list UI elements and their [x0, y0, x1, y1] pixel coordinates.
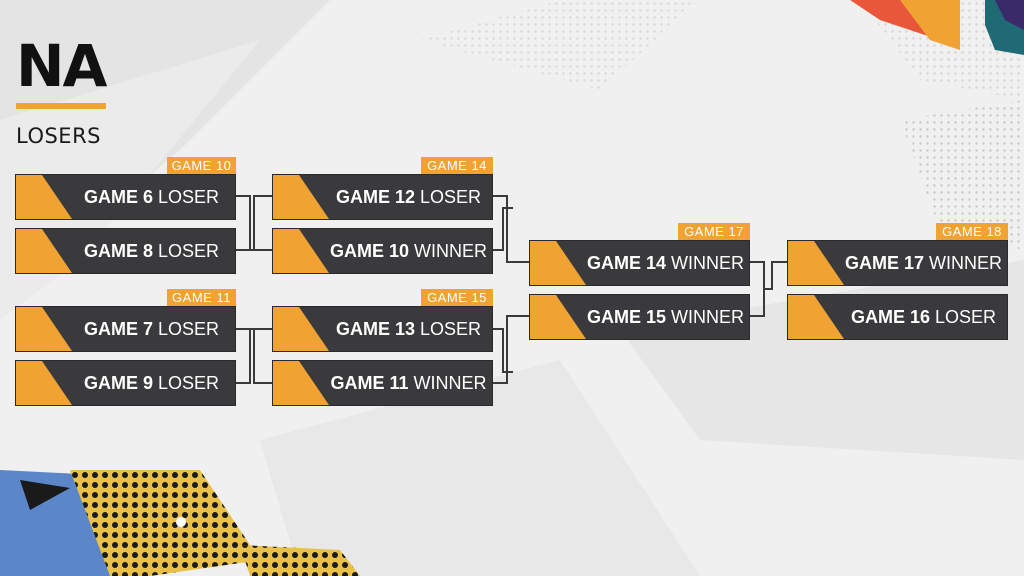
slot-accent [273, 229, 329, 273]
match-tag-game-17: GAME 17 [678, 223, 750, 240]
match-tag-game-15: GAME 15 [421, 289, 493, 306]
slot-result-label: WINNER [413, 372, 487, 393]
slot-game-label: GAME 7 [83, 318, 153, 339]
region-title: NA [16, 32, 107, 100]
slot-game-label: GAME 8 [83, 240, 153, 261]
title-underline [16, 103, 106, 109]
slot-game-label: GAME 14 [586, 252, 667, 273]
slot-game-label: GAME 10 [329, 240, 410, 261]
slot-result-label: LOSER [157, 372, 220, 393]
slot-accent [273, 175, 329, 219]
slot-accent [273, 361, 329, 405]
match-tag-game-10: GAME 10 [167, 157, 236, 174]
match-tag-game-11: GAME 11 [167, 289, 236, 306]
match-tag-game-18: GAME 18 [936, 223, 1008, 240]
slot-accent [16, 229, 72, 273]
slot-accent [16, 307, 72, 351]
slot-result-label: WINNER [414, 240, 488, 261]
slot-game-label: GAME 9 [83, 372, 153, 393]
slot-accent [788, 295, 844, 339]
slot-accent [273, 307, 329, 351]
match-tag-game-14: GAME 14 [421, 157, 493, 174]
slot-result-label: LOSER [157, 186, 220, 207]
slot-game-label: GAME 17 [844, 252, 925, 273]
slot-accent [788, 241, 844, 285]
slot-result-label: LOSER [157, 240, 220, 261]
slot-game-label: GAME 11 [330, 372, 409, 393]
slot-accent [530, 241, 586, 285]
slot-game-label: GAME 12 [335, 186, 415, 207]
slot-game-label: GAME 13 [335, 318, 415, 339]
slot-accent [16, 175, 72, 219]
slot-game-label: GAME 6 [83, 186, 153, 207]
slot-game-label: GAME 16 [850, 306, 930, 327]
slot-result-label: LOSER [420, 318, 482, 339]
slot-result-label: WINNER [929, 252, 1003, 273]
slot-result-label: LOSER [935, 306, 997, 327]
slot-result-label: WINNER [671, 252, 745, 273]
slot-result-label: WINNER [671, 306, 745, 327]
slot-result-label: LOSER [420, 186, 482, 207]
slot-game-label: GAME 15 [586, 306, 667, 327]
slot-accent [530, 295, 586, 339]
slot-result-label: LOSER [157, 318, 220, 339]
bracket-label: LOSERS [16, 124, 102, 148]
slot-accent [16, 361, 72, 405]
